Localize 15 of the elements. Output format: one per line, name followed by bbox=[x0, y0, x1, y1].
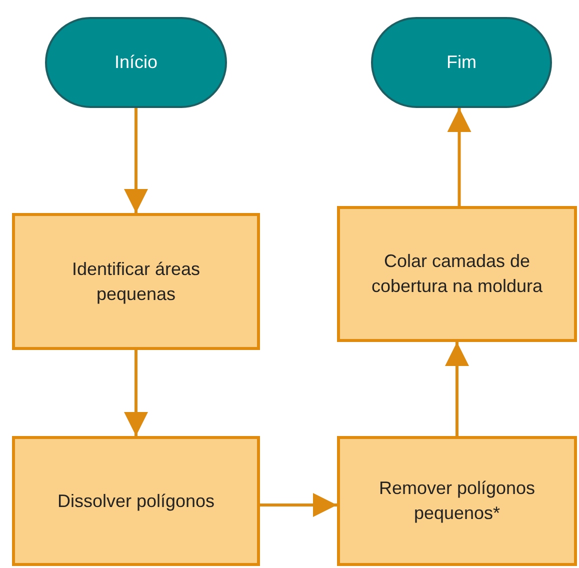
process-box bbox=[337, 206, 577, 342]
arrow bbox=[445, 342, 469, 436]
node-label: Fim bbox=[446, 51, 478, 74]
arrow bbox=[447, 108, 472, 206]
process-box bbox=[12, 436, 260, 566]
process-box bbox=[337, 436, 577, 566]
arrow bbox=[260, 493, 337, 517]
node-label: Início bbox=[113, 51, 159, 74]
node-label: Identificar áreas pequenas bbox=[70, 258, 202, 306]
node-label: Dissolver polígonos bbox=[56, 490, 216, 513]
arrow bbox=[124, 108, 148, 213]
node-label: Remover polígonos pequenos* bbox=[378, 477, 536, 525]
process-box bbox=[12, 213, 260, 350]
arrow bbox=[124, 350, 148, 436]
node-label: Colar camadas de cobertura na moldura bbox=[370, 250, 544, 298]
